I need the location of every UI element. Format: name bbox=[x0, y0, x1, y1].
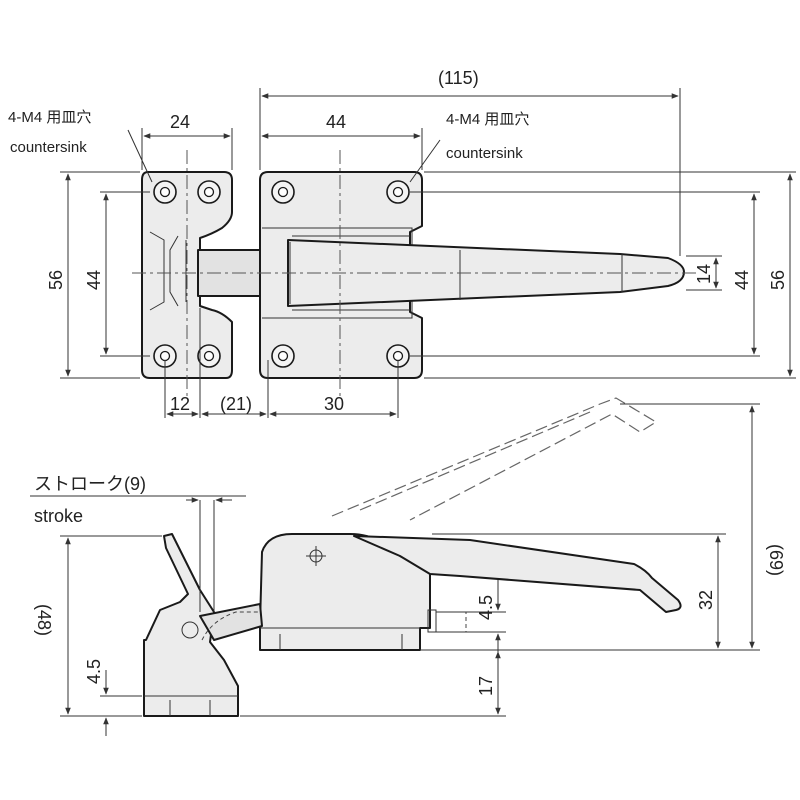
catch-side bbox=[143, 533, 239, 717]
dim-32: 32 bbox=[696, 590, 716, 610]
dim-30: 30 bbox=[324, 394, 344, 414]
dim-12: 12 bbox=[170, 394, 190, 414]
dim-44-right: 44 bbox=[732, 270, 752, 290]
top-view bbox=[132, 150, 700, 400]
countersink-hole bbox=[271, 180, 410, 368]
stroke-label-en: stroke bbox=[34, 506, 83, 526]
dim-44-left: 44 bbox=[84, 270, 104, 290]
dim-115: (115) bbox=[438, 68, 479, 88]
side-view bbox=[143, 397, 682, 717]
dim-69: (69) bbox=[766, 544, 786, 576]
countersink-hole bbox=[153, 180, 221, 368]
countersink-left-en: countersink bbox=[10, 139, 87, 156]
dim-4-5-mid: 4.5 bbox=[476, 595, 496, 620]
dim-17: 17 bbox=[476, 676, 496, 696]
dim-14-right: 14 bbox=[694, 264, 714, 284]
dim-48: (48) bbox=[34, 604, 54, 636]
latch-handle-side bbox=[353, 535, 682, 613]
stroke-label-jp: ストローク(9) bbox=[34, 474, 146, 494]
pivot-mark bbox=[306, 546, 326, 566]
dim-21: (21) bbox=[220, 394, 252, 414]
dim-56-right: 56 bbox=[768, 270, 788, 290]
dim-56-left: 56 bbox=[46, 270, 66, 290]
countersink-right-en: countersink bbox=[446, 145, 523, 162]
handle-open-position bbox=[331, 397, 658, 521]
catch-inner-outline bbox=[149, 231, 165, 311]
top-view-dimensions bbox=[60, 88, 796, 418]
side-view-dimensions bbox=[30, 403, 760, 736]
labels: 4-M4 用皿穴 countersink 4-M4 用皿穴 countersin… bbox=[8, 68, 788, 696]
countersink-right-jp: 4-M4 用皿穴 bbox=[446, 111, 529, 128]
countersink-left-jp: 4-M4 用皿穴 bbox=[8, 109, 91, 126]
dim-4-5-left: 4.5 bbox=[84, 659, 104, 684]
dim-44-top: 44 bbox=[326, 112, 346, 132]
dim-24: 24 bbox=[170, 112, 190, 132]
